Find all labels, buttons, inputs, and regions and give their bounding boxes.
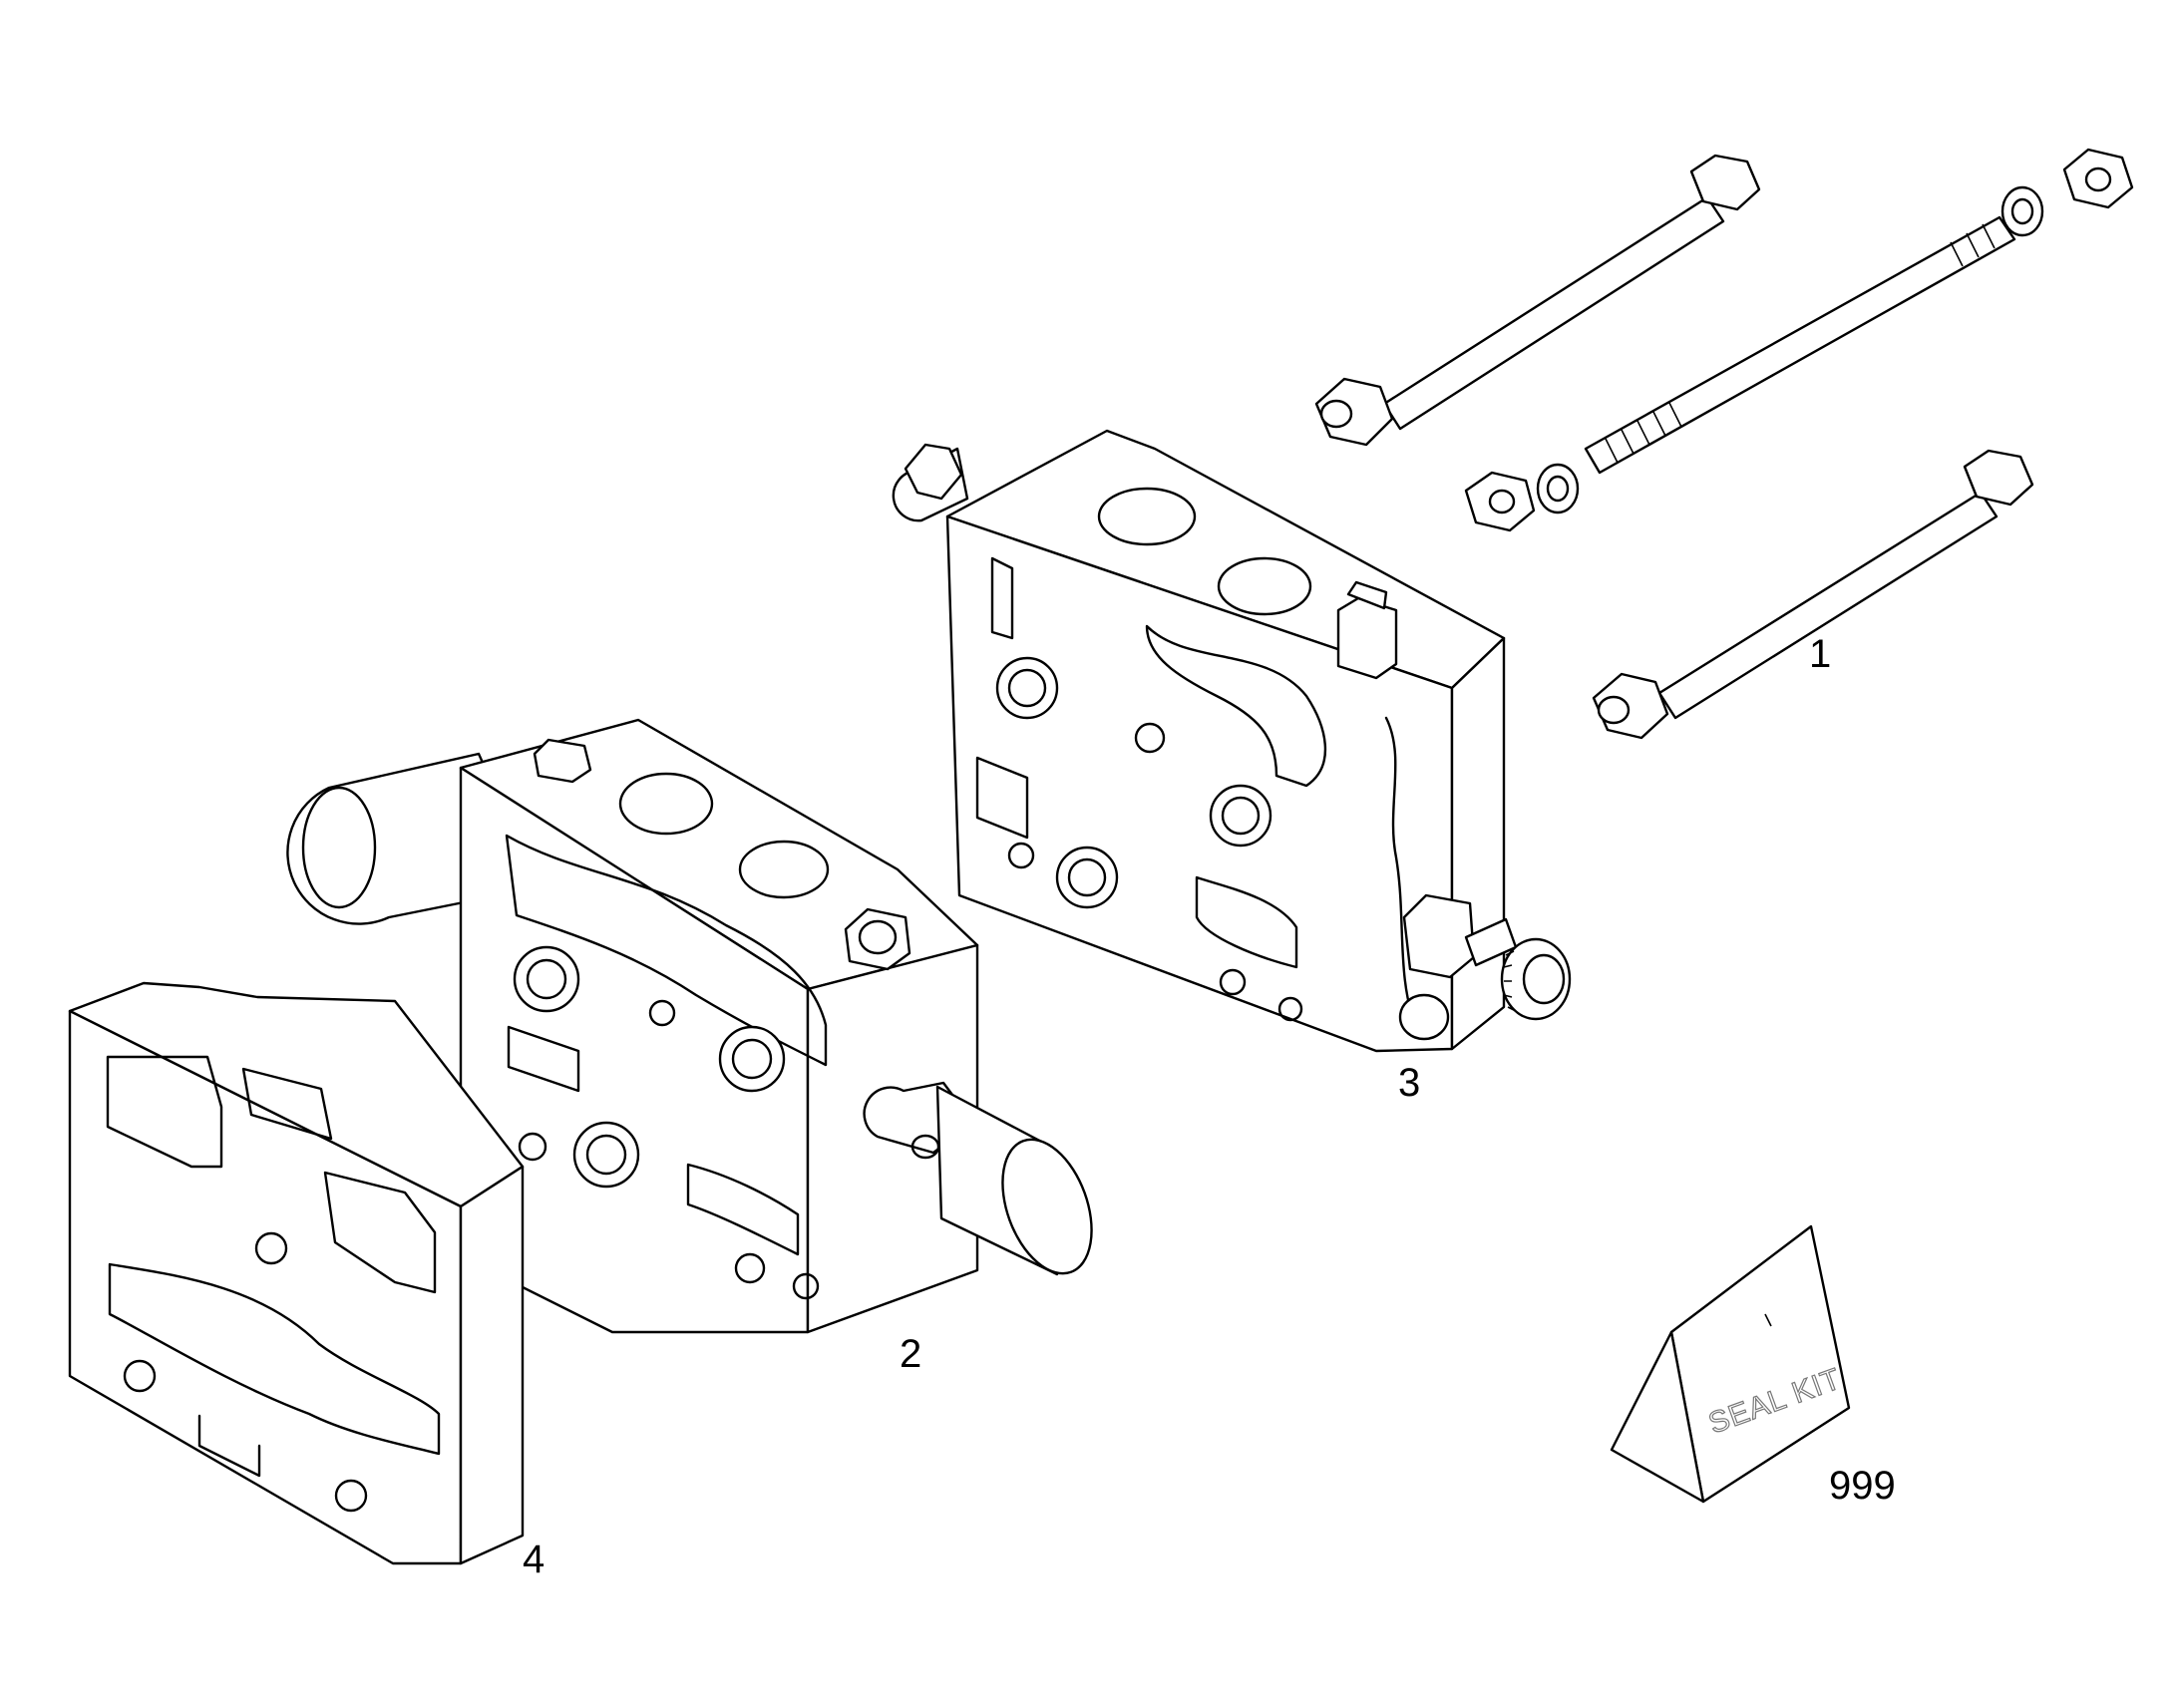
tie-rod-threaded <box>1464 148 2134 532</box>
callout-part-4: 4 <box>523 1537 545 1581</box>
tie-rod-bolt-lower <box>1592 449 2034 740</box>
callout-part-2: 2 <box>900 1332 922 1376</box>
end-plate-4 <box>68 981 525 1565</box>
callout-part-999: 999 <box>1829 1464 1896 1508</box>
valve-section-3 <box>892 429 1572 1053</box>
valve-section-2 <box>286 718 1093 1334</box>
callout-part-1: 1 <box>1809 632 1832 676</box>
tie-rod-bolt-upper <box>1314 154 1761 447</box>
seal-kit-999: SEAL KIT <box>1610 1224 1851 1504</box>
adjuster-knob <box>1402 893 1572 1021</box>
callout-part-3: 3 <box>1398 1061 1421 1105</box>
